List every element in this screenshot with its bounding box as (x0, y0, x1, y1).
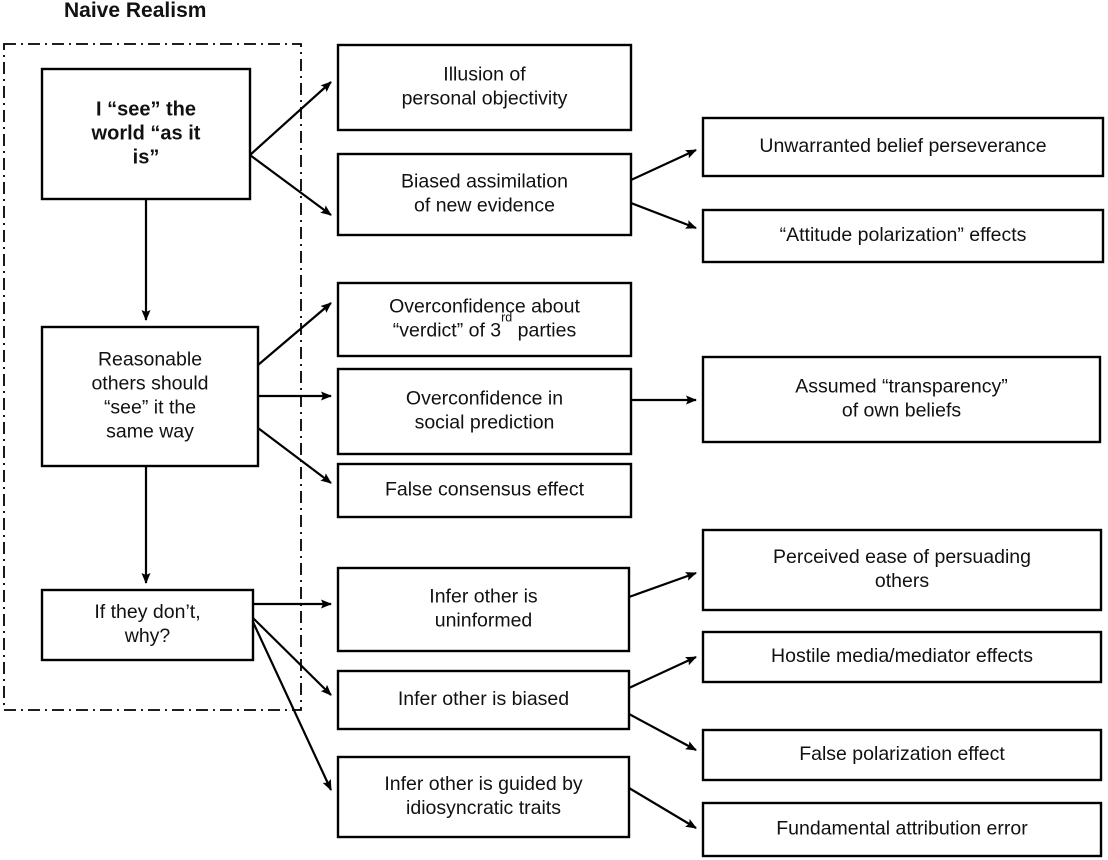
node-label-core-2-line-2: others should (91, 373, 208, 395)
node-right-5[interactable]: Hostile media/mediator effects (701, 630, 1103, 684)
node-label-right-7-line-1: Fundamental attribution error (776, 818, 1028, 840)
node-box-core-1 (40, 67, 252, 201)
node-label-right-4-line-1: Perceived ease of persuading (773, 546, 1031, 568)
node-right-2[interactable]: “Attitude polarization” effects (701, 208, 1105, 264)
node-box-right-5 (701, 630, 1103, 684)
node-box-right-3 (701, 355, 1102, 444)
node-box-right-1 (701, 116, 1105, 178)
connector-core3-to-mid8 (252, 621, 332, 791)
connector-core1-to-mid1 (249, 81, 332, 156)
connector-core2-to-mid5 (257, 427, 332, 484)
node-label-mid-1-line-2: personal objectivity (402, 88, 568, 110)
node-mid-3[interactable]: Overconfidence about“verdict” of 3rd par… (336, 281, 633, 358)
node-label-mid-1-line-1: Illusion of (443, 64, 526, 86)
node-label-mid-6-line-1: Infer other is (429, 586, 538, 608)
node-label-right-4-line-2: others (875, 570, 929, 592)
node-box-mid-2 (336, 152, 633, 237)
node-label-right-3-line-2: of own beliefs (842, 400, 961, 422)
node-box-mid-1 (336, 43, 633, 132)
node-box-mid-3 (336, 281, 633, 358)
node-label-mid-6-line-2: uninformed (435, 610, 533, 632)
node-box-mid-7 (336, 669, 631, 731)
node-box-right-7 (701, 801, 1103, 858)
node-label-mid-4-line-2: social prediction (415, 412, 555, 434)
node-right-1[interactable]: Unwarranted belief perseverance (701, 116, 1105, 178)
node-right-3[interactable]: Assumed “transparency”of own beliefs (701, 355, 1102, 444)
node-box-core-2 (40, 325, 260, 468)
naive-realism-group-frame (3, 43, 302, 711)
node-label-right-6-line-1: False polarization effect (799, 743, 1005, 765)
connector-mid8-to-right7 (628, 787, 697, 829)
connector-mid2-to-right1 (630, 149, 697, 181)
node-label-mid-5-line-1: False consensus effect (385, 479, 585, 501)
connector-mid7-to-right5 (628, 656, 697, 689)
node-label-mid-7-line-1: Infer other is biased (398, 688, 569, 710)
node-label-mid-8-line-2: idiosyncratic traits (406, 797, 561, 819)
node-label-core-2-line-4: same way (106, 421, 194, 443)
connector-mid7-to-right6 (628, 713, 697, 751)
node-label-mid-3-line-1: Overconfidence about (389, 296, 580, 318)
node-label-core-3-line-1: If they don’t, (94, 601, 200, 623)
node-label-right-2-line-1: “Attitude polarization” effects (780, 224, 1027, 246)
node-mid-7[interactable]: Infer other is biased (336, 669, 631, 731)
node-label-mid-8-line-1: Infer other is guided by (384, 773, 583, 795)
node-label-right-1-line-1: Unwarranted belief perseverance (759, 135, 1046, 157)
connector-mid6-to-right4 (628, 571, 697, 599)
connector-core2-to-mid3 (257, 302, 332, 366)
node-box-mid-4 (336, 367, 633, 456)
connector-core3-to-mid7 (252, 617, 332, 696)
page-title: Naive Realism (64, 0, 206, 22)
connector-mid2-to-right2 (630, 201, 697, 230)
node-box-mid-8 (336, 755, 631, 839)
node-label-mid-2-line-2: of new evidence (414, 195, 555, 217)
node-label-mid-4-line-1: Overconfidence in (406, 388, 563, 410)
node-label-core-1-line-3: is” (133, 146, 160, 168)
node-label-core-2-line-3: “see” it the (104, 397, 196, 419)
node-box-mid-6 (336, 566, 631, 653)
node-label-mid-3-line-2: “verdict” of 3rd parties (393, 311, 577, 342)
node-label-right-3-line-1: Assumed “transparency” (795, 376, 1007, 398)
node-label-core-2-line-1: Reasonable (98, 349, 202, 371)
node-box-right-2 (701, 208, 1105, 264)
node-label-core-3-line-2: why? (124, 625, 171, 647)
node-box-right-4 (701, 528, 1103, 612)
node-label-core-1-line-1: I “see” the (96, 98, 196, 120)
node-box-right-6 (701, 728, 1103, 782)
node-box-core-3 (40, 588, 255, 662)
node-mid-5[interactable]: False consensus effect (336, 462, 633, 519)
node-label-core-1-line-2: world “as it (91, 122, 201, 144)
node-right-6[interactable]: False polarization effect (701, 728, 1103, 782)
node-label-right-5-line-1: Hostile media/mediator effects (771, 645, 1033, 667)
connectors-layer (141, 81, 697, 829)
connector-core1-to-mid2 (249, 154, 332, 216)
node-box-mid-5 (336, 462, 633, 519)
node-core-3[interactable]: If they don’t,why? (40, 588, 255, 662)
node-right-7[interactable]: Fundamental attribution error (701, 801, 1103, 858)
node-label-mid-2-line-1: Biased assimilation (401, 171, 568, 193)
